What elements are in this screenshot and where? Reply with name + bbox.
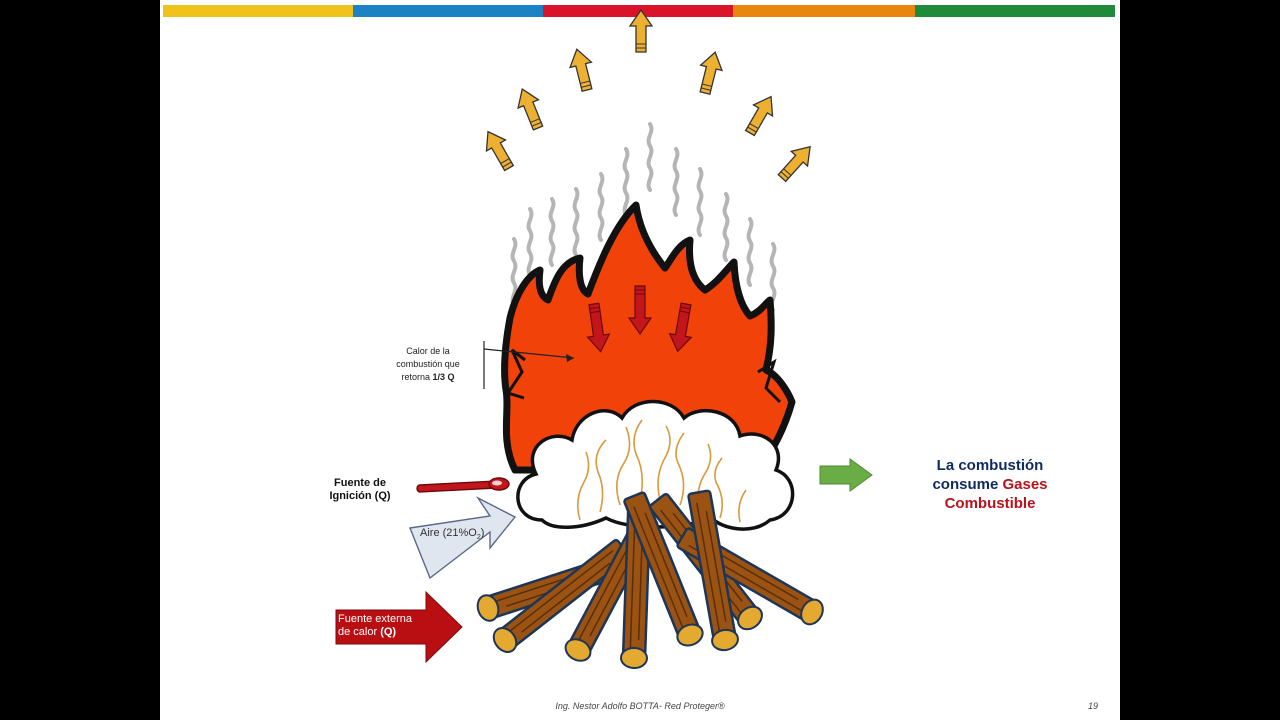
color-band-yellow — [163, 5, 353, 17]
flame — [501, 201, 796, 474]
green-arrow — [819, 458, 873, 492]
combustion-gases: Gases — [1002, 476, 1048, 493]
air-arrow — [409, 496, 517, 580]
heat-arrow — [739, 90, 782, 140]
air-label: Aire (21%O2) — [420, 527, 484, 541]
external-heat-line-1: Fuente externa — [338, 613, 412, 625]
external-heat-arrow — [335, 590, 463, 664]
combustion-line-1: La combustión — [936, 457, 1044, 474]
return-heat-line-2: combustión que — [396, 359, 460, 369]
heat-arrow — [693, 48, 727, 97]
page-number: 19 — [1088, 701, 1099, 711]
slide: Calor de la combustión que retorna 1/3 Q… — [160, 0, 1120, 720]
combustion-line-2: consume — [932, 476, 999, 493]
ignition-source-label: Fuente de Ignición (Q) — [318, 477, 402, 503]
ignition-line-1: Fuente de — [334, 477, 386, 489]
color-band-orange — [733, 5, 915, 17]
return-heat-line-1: Calor de la — [406, 346, 450, 356]
air-label-text: Aire (21%O — [420, 527, 477, 539]
ignition-line-2: Ignición (Q) — [329, 490, 391, 502]
color-band — [163, 5, 1115, 17]
heat-arrow — [629, 9, 653, 53]
heat-arrow — [477, 125, 520, 175]
color-band-blue — [353, 5, 543, 17]
fire-strands — [576, 419, 747, 523]
color-band-red — [543, 5, 733, 17]
external-heat-line-2: de calor — [338, 626, 378, 638]
heat-arrow — [511, 84, 549, 133]
combustion-statement: La combustión consume Gases Combustible — [900, 456, 1080, 513]
callout-pointer — [483, 341, 575, 389]
air-label-subscript: 2 — [476, 534, 481, 542]
fire-diagram — [335, 9, 873, 670]
return-heat-line-3: retorna — [401, 372, 430, 382]
heat-arrow — [565, 45, 599, 94]
heat-arrow — [773, 138, 819, 187]
match-stick — [416, 477, 510, 493]
air-label-close: ) — [480, 527, 485, 539]
footer-author: Ing. Nestor Adolfo BOTTA- Red Proteger® — [555, 701, 725, 711]
return-heat-value: 1/3 Q — [432, 372, 455, 382]
return-heat-label: Calor de la combustión que retorna 1/3 Q — [378, 345, 478, 384]
external-heat-q: (Q) — [380, 626, 397, 638]
external-heat-label: Fuente externa de calor (Q) — [338, 613, 434, 639]
combustion-combustible: Combustible — [944, 495, 1036, 512]
color-band-green — [915, 5, 1115, 17]
